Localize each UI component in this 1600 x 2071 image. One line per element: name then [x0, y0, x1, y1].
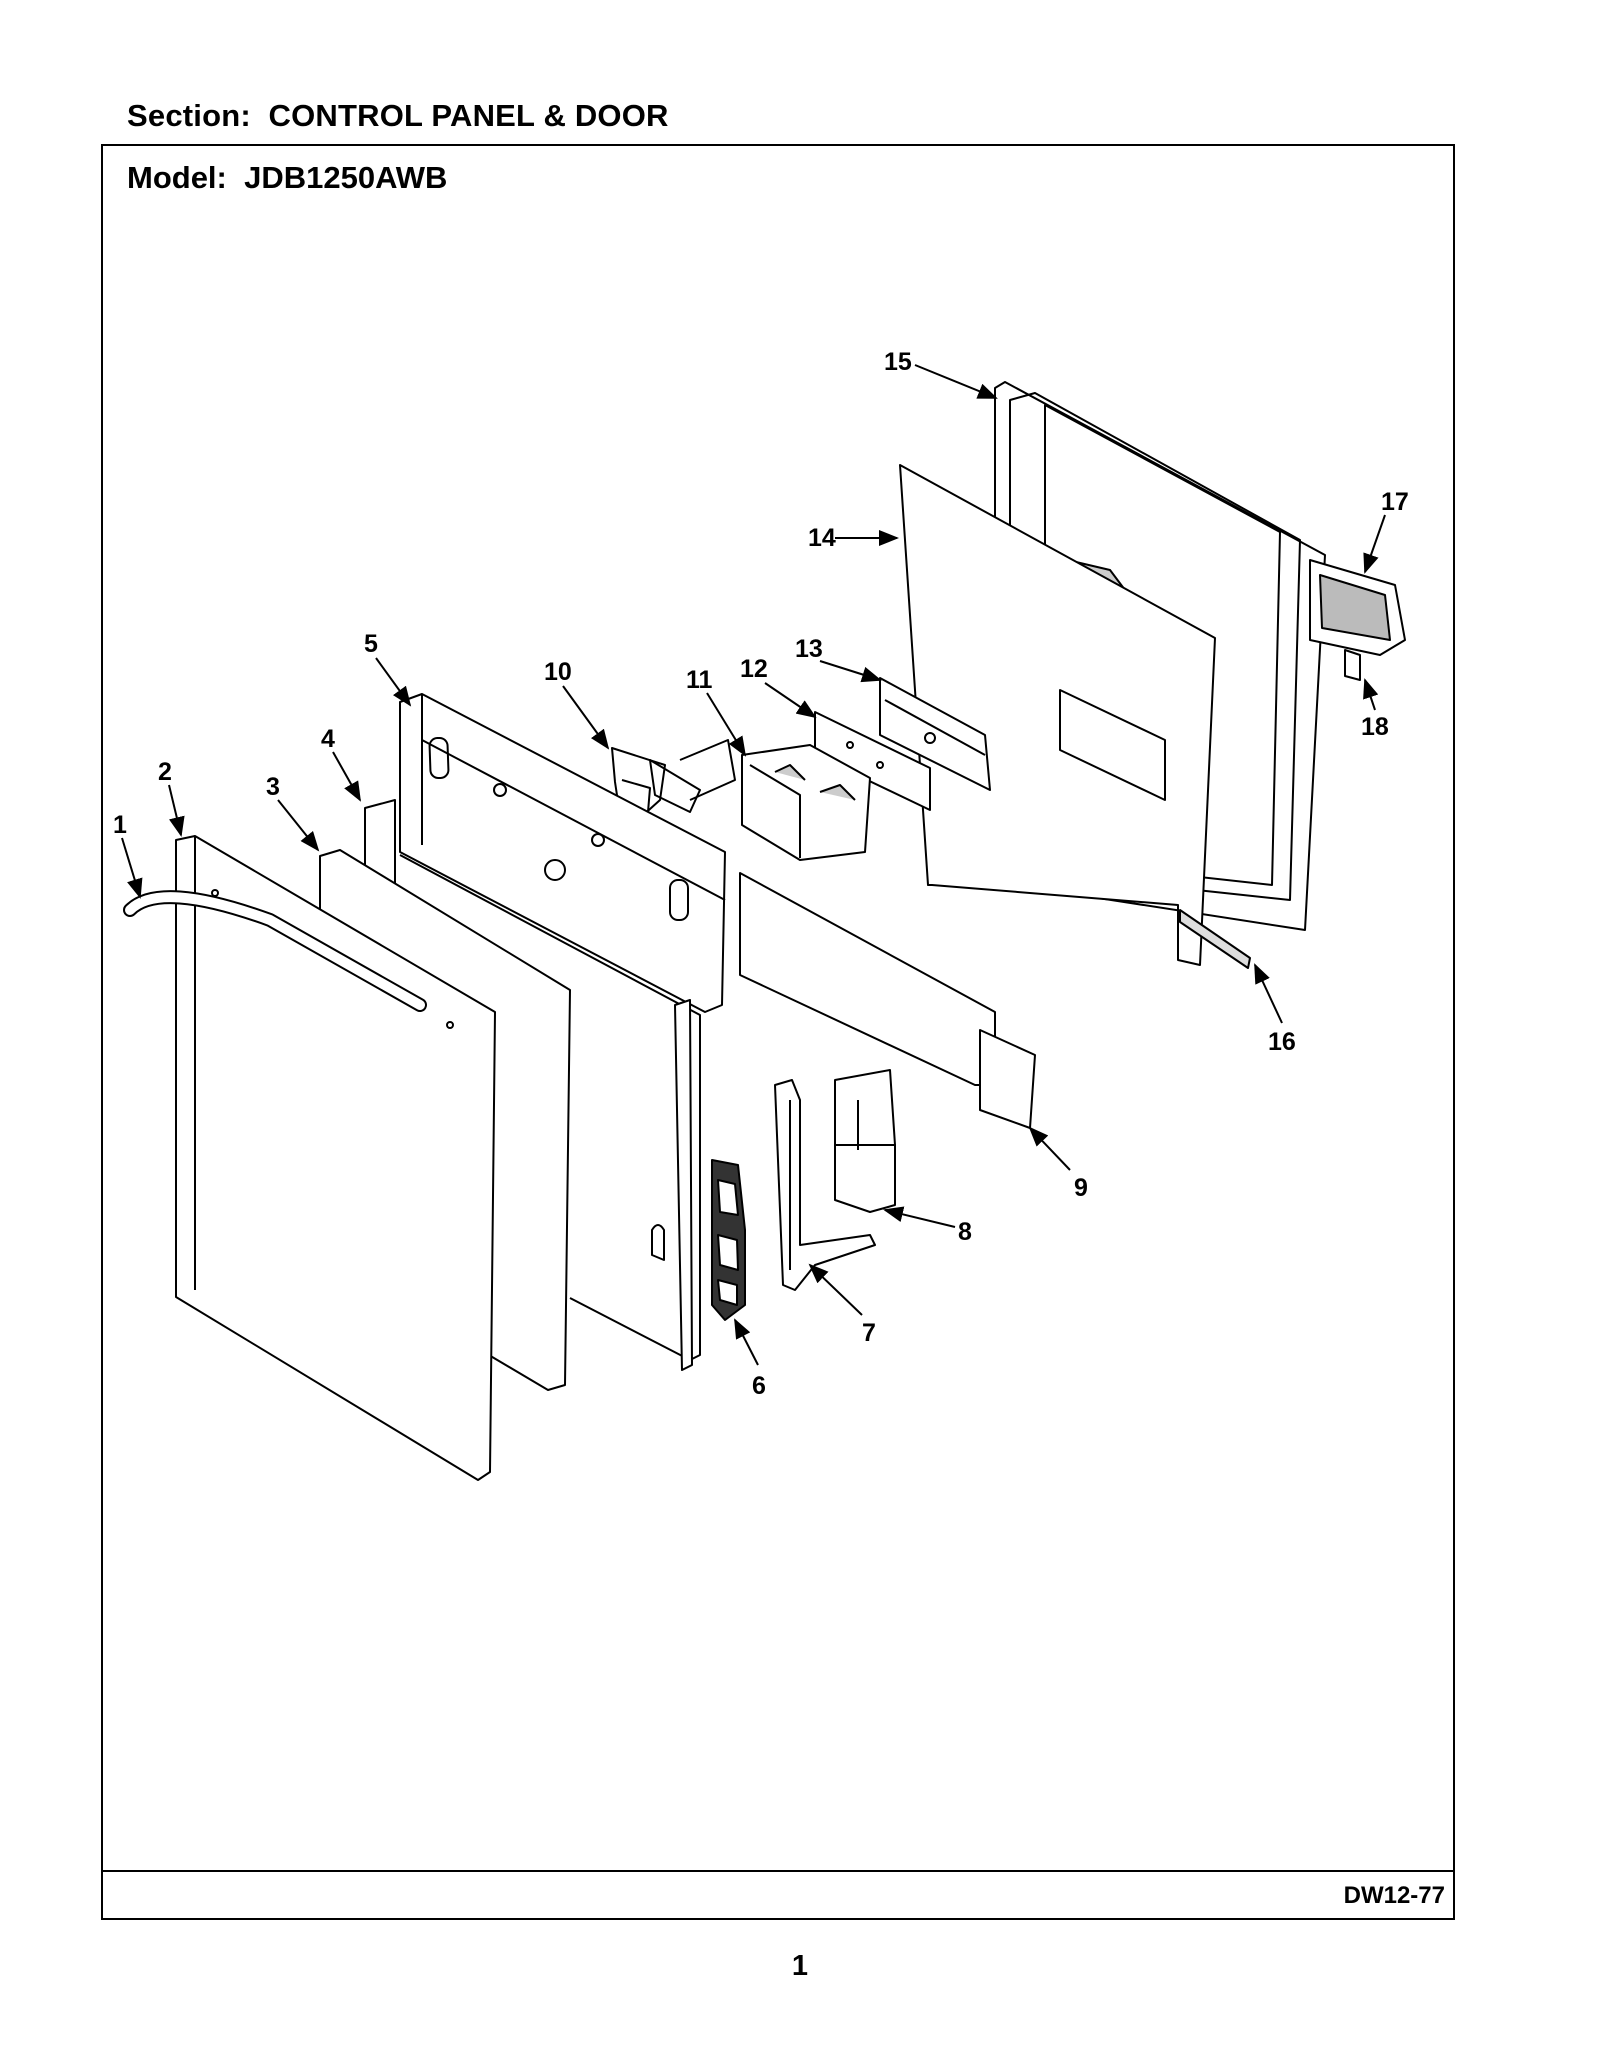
hinge-clip-part: [711, 1159, 746, 1321]
callout-5: 5: [364, 630, 378, 658]
hinge-arm-part: [774, 1079, 876, 1291]
callout-4: 4: [321, 725, 335, 753]
kick-panel-part: [739, 872, 1036, 1129]
bottom-rail-part: [1179, 909, 1251, 969]
control-panel-part: [399, 693, 736, 1013]
page-number: 1: [791, 1950, 809, 1982]
callout-10: 10: [544, 658, 572, 686]
callout-13: 13: [795, 635, 823, 663]
callout-16: 16: [1268, 1028, 1296, 1056]
callout-6: 6: [752, 1372, 766, 1400]
callout-1: 1: [113, 811, 127, 839]
callout-12: 12: [740, 655, 768, 683]
callout-8: 8: [958, 1218, 972, 1246]
control-module-part: [741, 744, 871, 861]
spring-holder-part: [834, 1069, 896, 1213]
callout-2: 2: [158, 758, 172, 786]
callout-17: 17: [1381, 488, 1409, 516]
callout-11: 11: [686, 666, 713, 694]
callout-7: 7: [862, 1319, 876, 1347]
vent-assembly-part: [1309, 559, 1406, 681]
footer-divider: [101, 1870, 1455, 1872]
callout-15: 15: [884, 348, 912, 376]
diagram-frame: [101, 144, 1455, 1920]
callout-3: 3: [266, 773, 280, 801]
callout-18: 18: [1361, 713, 1389, 741]
model-title: Model: JDB1250AWB: [127, 160, 448, 195]
door-frame-part: [399, 854, 701, 1371]
bracket-part: [879, 677, 991, 791]
control-board-part: [814, 711, 931, 811]
document-code: DW12-77: [1343, 1882, 1445, 1909]
callout-14: 14: [808, 524, 836, 552]
door-handle-part: [123, 890, 427, 1012]
callout-9: 9: [1074, 1174, 1088, 1202]
vapor-barrier-part: [899, 464, 1216, 966]
section-title: Section: CONTROL PANEL & DOOR: [127, 98, 669, 133]
